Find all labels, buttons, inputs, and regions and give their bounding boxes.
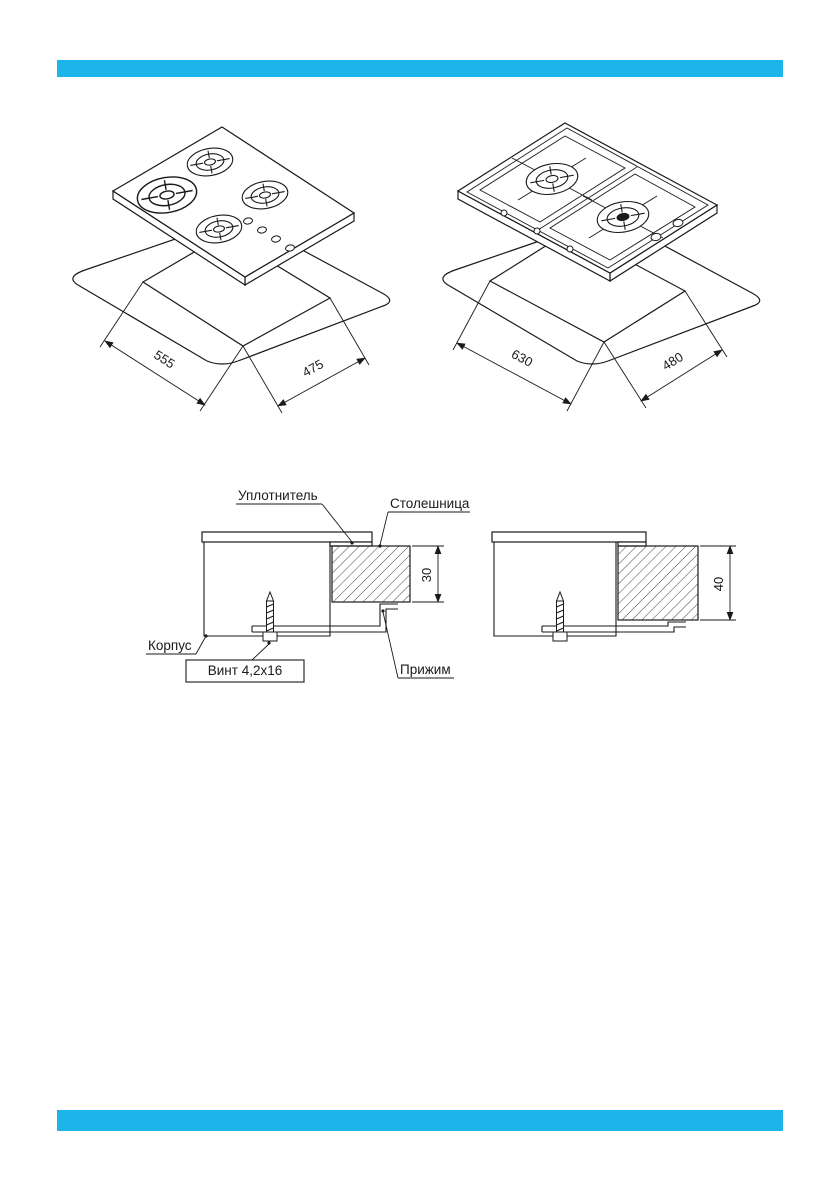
seal-callout: Уплотнитель — [236, 488, 354, 545]
countertop-hatch — [331, 545, 411, 603]
screw-label: Винт 4,2х16 — [208, 663, 282, 678]
hob-panel-section — [491, 531, 647, 543]
mounting-section-drawing: 30 Уплотнитель Столешница Корпус — [146, 488, 736, 683]
control-knobs — [650, 218, 684, 242]
mounting-section-right: 40 — [491, 531, 736, 642]
screw-callout: Винт 4,2х16 — [185, 641, 305, 683]
thickness-label: 30 — [419, 568, 434, 582]
hob-body — [493, 542, 617, 637]
body-callout: Корпус — [146, 634, 208, 655]
pan-grate — [479, 135, 626, 223]
hob-panel — [111, 126, 356, 278]
dimension-width-label: 555 — [151, 347, 177, 371]
footer-accent-bar — [57, 1110, 783, 1131]
mounting-screw — [550, 591, 570, 642]
hob-top-assembly — [111, 126, 356, 287]
mounting-screw — [260, 591, 280, 642]
clamp-bracket — [541, 621, 686, 633]
hob-top-assembly — [456, 122, 719, 283]
dimension-depth-label: 475 — [300, 356, 326, 380]
control-knobs — [243, 217, 295, 252]
builtin-hob-left-drawing: 555 475 — [72, 126, 391, 414]
body-label: Корпус — [148, 638, 192, 653]
fixing-bolts — [500, 209, 574, 253]
clamp-callout: Прижим — [381, 609, 454, 679]
mounting-section-left: 30 Уплотнитель Столешница Корпус — [146, 488, 470, 683]
builtin-hob-right-drawing: 630 480 — [442, 122, 761, 412]
burner-cap — [617, 213, 629, 221]
worktop-surface — [72, 219, 391, 365]
dimension-depth-label: 480 — [659, 349, 685, 373]
thickness-label: 40 — [711, 577, 726, 591]
header-accent-bar — [57, 60, 783, 77]
pan-grate — [549, 173, 696, 261]
clamp-label: Прижим — [400, 662, 451, 677]
dimension-width-label: 630 — [509, 346, 535, 369]
seal-label: Уплотнитель — [238, 488, 318, 503]
clamp-bracket — [251, 603, 398, 633]
countertop-callout: Столешница — [378, 496, 470, 548]
countertop-hatch — [617, 545, 699, 621]
hob-panel-section — [201, 531, 373, 543]
countertop-thickness-dimension: 30 — [412, 545, 444, 603]
worktop-surface — [442, 219, 761, 365]
countertop-label: Столешница — [390, 496, 470, 511]
countertop-thickness-dimension: 40 — [700, 545, 736, 621]
